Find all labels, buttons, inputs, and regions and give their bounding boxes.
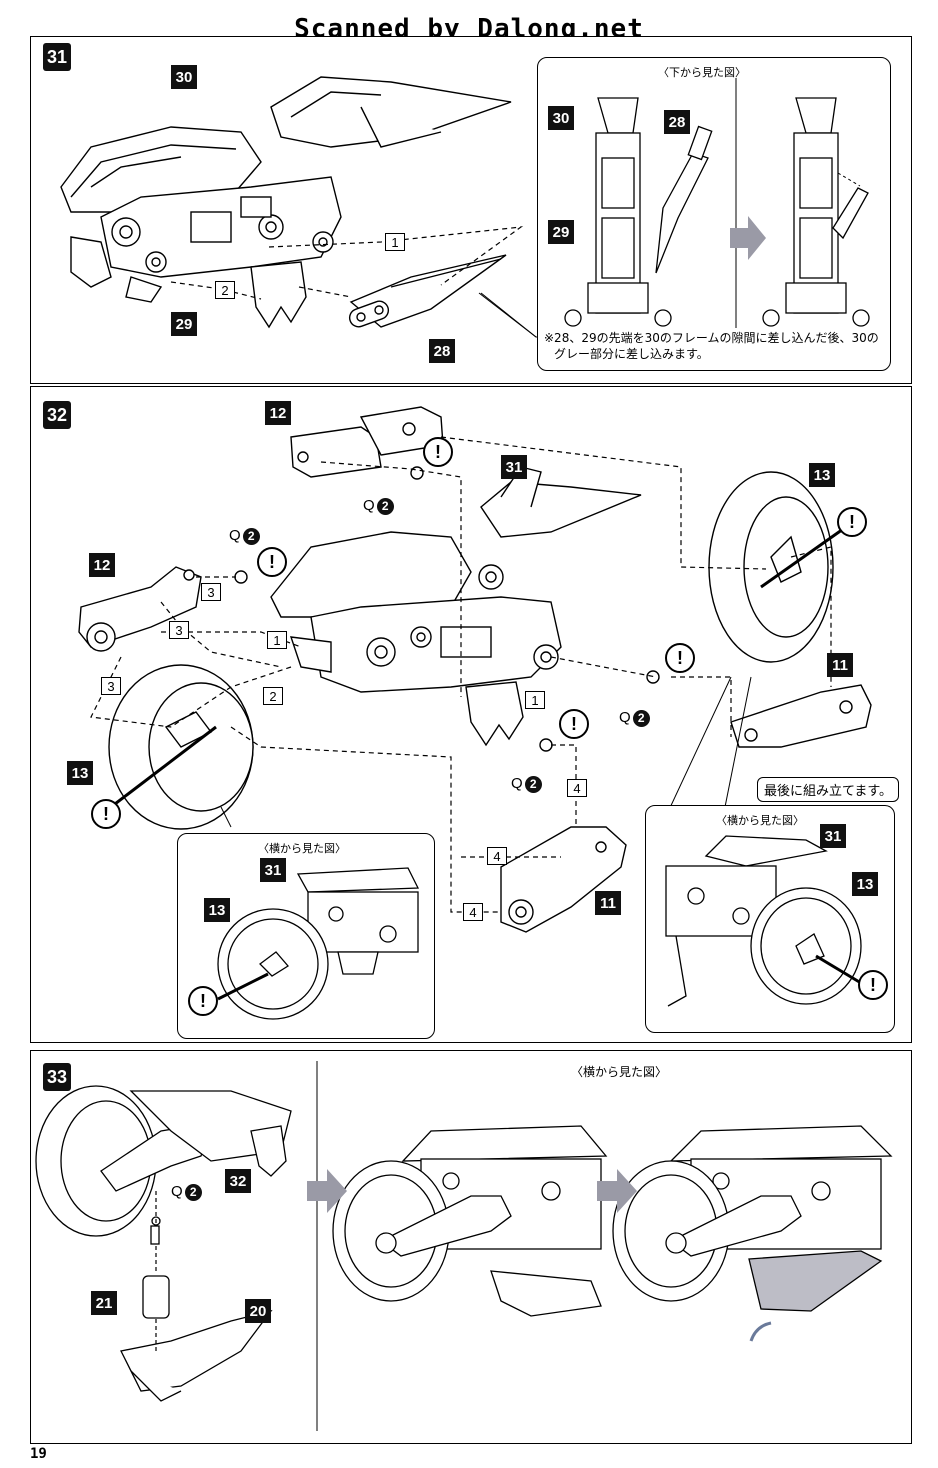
q-number: 2 — [632, 710, 650, 727]
part-label-21: 21 — [91, 1291, 117, 1315]
callout-box-4: 4 — [463, 903, 483, 921]
part-label-32: 32 — [225, 1169, 251, 1193]
inset-part-label-13: 13 — [852, 872, 878, 896]
caution-icon: ! — [423, 437, 453, 467]
side-view-inset-left: 〈横から見た図〉 31 13 ! — [177, 833, 435, 1039]
caution-icon: ! — [257, 547, 287, 577]
part-label-11-right: 11 — [827, 653, 853, 677]
q-number: 2 — [242, 528, 260, 545]
inset-part-label-29: 29 — [548, 220, 574, 244]
part-label-28: 28 — [429, 339, 455, 363]
callout-box-3: 3 — [169, 621, 189, 639]
step-33-panel: 33 〈横から見た図〉 — [30, 1050, 912, 1444]
caution-icon: ! — [858, 970, 888, 1000]
callout-box-3: 3 — [101, 677, 121, 695]
part-label-31: 31 — [501, 455, 527, 479]
inset-note-line-2: グレー部分に差し込みます。 — [554, 347, 709, 361]
inset-caption: 〈横から見た図〉 — [716, 814, 804, 827]
q-letter: Q — [619, 709, 631, 726]
bottom-view-illustration — [564, 78, 870, 328]
part-label-12-left: 12 — [89, 553, 115, 577]
q-letter: Q — [171, 1183, 183, 1200]
callout-box-2: 2 — [263, 687, 283, 705]
assemble-last-note: 最後に組み立てます。 — [757, 777, 900, 802]
q-letter: Q — [511, 775, 523, 792]
side-view-left-illustration — [217, 867, 420, 1020]
callout-box-1: 1 — [525, 691, 545, 709]
step-number: 32 — [43, 401, 71, 429]
caution-icon: ! — [91, 799, 121, 829]
page-number: 19 — [30, 1446, 47, 1462]
q-number: 2 — [524, 776, 542, 793]
step-33-illustration — [35, 1061, 893, 1431]
caution-icon: ! — [188, 986, 218, 1016]
inset-caption: 〈下から見た図〉 — [658, 66, 746, 79]
step-32-panel: 32 — [30, 386, 912, 1043]
step-32-illustration — [78, 406, 872, 933]
step-31-panel: 31 — [30, 36, 912, 384]
side-view-inset-right: 〈横から見た図〉 31 13 ! — [645, 805, 895, 1033]
step-number: 33 — [43, 1063, 71, 1091]
q-number: 2 — [376, 498, 394, 515]
inset-note: ※28、29の先端を30のフレームの隙間に差し込んだ後、30の グレー部分に差し… — [544, 330, 884, 362]
side-view-caption: 〈横から見た図〉 — [571, 1065, 668, 1079]
inset-note-line-1: ※28、29の先端を30のフレームの隙間に差し込んだ後、30の — [544, 331, 879, 345]
inset-part-label-13: 13 — [204, 898, 230, 922]
q-number: 2 — [184, 1184, 202, 1201]
caution-icon: ! — [559, 709, 589, 739]
caution-icon: ! — [837, 507, 867, 537]
inset-part-label-31: 31 — [260, 858, 286, 882]
part-label-11-bottom: 11 — [595, 891, 621, 915]
callout-box-1: 1 — [267, 631, 287, 649]
callout-box-4: 4 — [567, 779, 587, 797]
callout-box-3: 3 — [201, 583, 221, 601]
step-number: 31 — [43, 43, 71, 71]
part-label-20: 20 — [245, 1299, 271, 1323]
callout-box-1: 1 — [385, 233, 405, 251]
part-label-12-top: 12 — [265, 401, 291, 425]
part-label-13-right: 13 — [809, 463, 835, 487]
inset-part-label-28: 28 — [664, 110, 690, 134]
bottom-view-inset: 〈下から見た図〉 — [537, 57, 891, 371]
step-31-illustration — [60, 76, 549, 338]
caution-icon: ! — [665, 643, 695, 673]
inset-part-label-30: 30 — [548, 106, 574, 130]
inset-caption: 〈横から見た図〉 — [258, 842, 346, 855]
callout-box-2: 2 — [215, 281, 235, 299]
part-label-30: 30 — [171, 65, 197, 89]
part-label-13-left: 13 — [67, 761, 93, 785]
q-letter: Q — [363, 497, 375, 514]
q-letter: Q — [229, 527, 241, 544]
callout-box-4: 4 — [487, 847, 507, 865]
part-label-29: 29 — [171, 312, 197, 336]
inset-part-label-31: 31 — [820, 824, 846, 848]
side-view-right-illustration — [665, 835, 867, 1007]
